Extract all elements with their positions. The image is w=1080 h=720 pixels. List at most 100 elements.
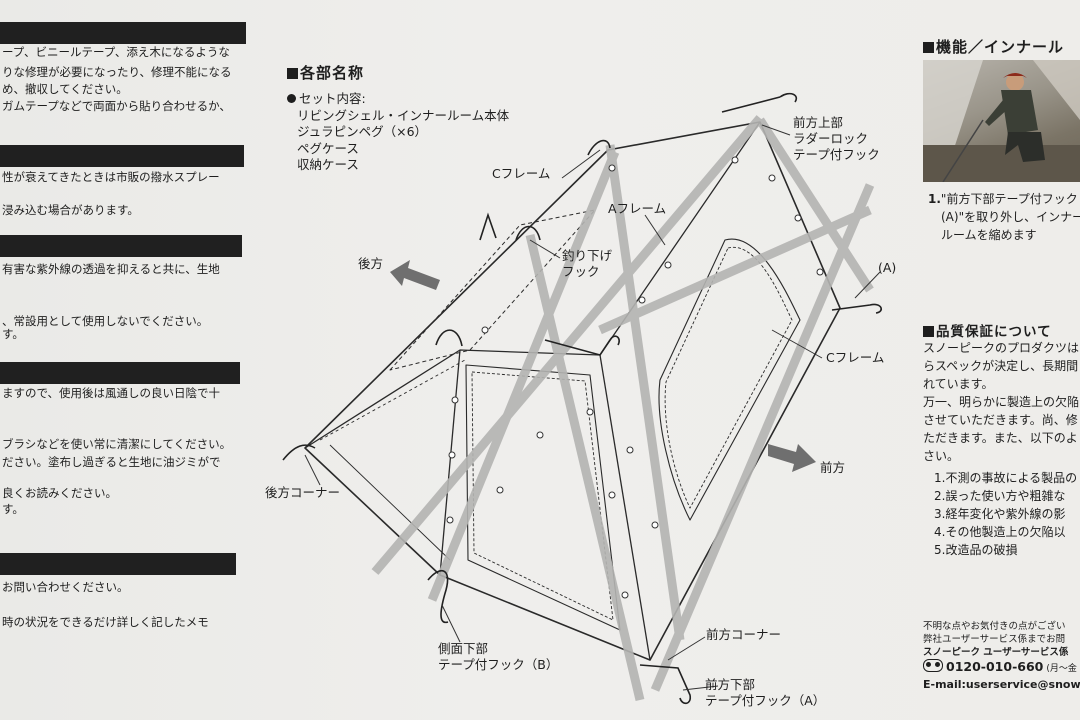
clip-mark bbox=[816, 268, 824, 276]
clip-mark bbox=[448, 451, 456, 459]
clip-mark bbox=[536, 431, 544, 439]
clip-mark bbox=[638, 296, 646, 304]
black-heading-bar bbox=[0, 22, 246, 44]
set-contents: セット内容: リビングシェル・インナールーム本体 ジュラピンペグ（×6） ペグケ… bbox=[287, 91, 509, 174]
inner-line bbox=[319, 359, 466, 441]
front-arrow-icon bbox=[768, 444, 816, 472]
clip-mark bbox=[608, 164, 616, 172]
set-item: 収納ケース bbox=[297, 157, 359, 172]
leader-line bbox=[561, 149, 601, 179]
text-line: 良くお読みください。 bbox=[2, 486, 117, 500]
text-line: す。 bbox=[2, 327, 24, 341]
square-bullet-icon bbox=[287, 68, 298, 79]
label-c-frame-top: Cフレーム bbox=[492, 166, 551, 181]
instruction-photo bbox=[923, 60, 1080, 182]
phone-line: 0120-010-660(月〜金 bbox=[923, 658, 1077, 678]
list-item: 4.その他製造上の欠陥以 bbox=[934, 525, 1066, 539]
label-rear-corner: 後方コーナー bbox=[265, 485, 341, 500]
square-bullet-icon bbox=[923, 326, 934, 337]
quality-text: スノーピークのプロダクツは らスペックが決定し、長期間 れています。 万一、明ら… bbox=[923, 341, 1080, 463]
label-front-bottom: 前方下部 テープ付フック（A） bbox=[705, 677, 826, 708]
hook-icon bbox=[721, 92, 798, 113]
leader-line bbox=[644, 214, 666, 246]
label-front-top: 前方上部 ラダーロック テープ付フック bbox=[793, 115, 880, 162]
black-heading-bar bbox=[0, 362, 240, 384]
hook-icon bbox=[831, 303, 883, 314]
text-line: め、撤収してください。 bbox=[2, 82, 128, 96]
clip-mark bbox=[768, 174, 776, 182]
quality-list: 1.不測の事故による製品の 2.誤った使い方や粗雑な 3.経年変化や紫外線の影 … bbox=[934, 469, 1077, 559]
label-hang-hook: 釣り下げ フック bbox=[562, 248, 613, 279]
label-a-frame: Aフレーム bbox=[608, 201, 667, 216]
tent-seam bbox=[439, 349, 461, 576]
frame-pole bbox=[525, 233, 645, 702]
black-heading-bar bbox=[0, 145, 244, 167]
person-kneeling-photo bbox=[923, 60, 1080, 182]
text-line: りな修理が必要になったり、修理不能になる bbox=[2, 65, 232, 79]
label-front-corner: 前方コーナー bbox=[706, 627, 782, 642]
clip-mark bbox=[496, 486, 504, 494]
text-line: す。 bbox=[2, 502, 24, 516]
hook-icon bbox=[515, 225, 541, 241]
right-text-column: 機能／インナール 1."前方下部テープ付フック (A)"を取り外し、インナー ル… bbox=[918, 0, 1080, 720]
list-item: 5.改造品の破損 bbox=[934, 543, 1018, 557]
email-line: E-mail:userservice@snow bbox=[923, 678, 1080, 691]
step-text: 1."前方下部テープ付フック (A)"を取り外し、インナー ルームを縮めます bbox=[928, 192, 1080, 242]
leader-line bbox=[761, 124, 791, 136]
text-line: ださい。塗布し過ぎると生地に油ジミがで bbox=[2, 455, 221, 469]
frame-pole bbox=[605, 144, 685, 641]
list-item: 2.誤った使い方や粗雑な bbox=[934, 489, 1066, 503]
leader-line bbox=[529, 239, 561, 259]
text-line: ますので、使用後は風通しの良い日陰で十 bbox=[2, 386, 221, 400]
clip-mark bbox=[451, 396, 459, 404]
freedial-icon bbox=[923, 659, 943, 672]
clip-mark bbox=[794, 214, 802, 222]
door-panel bbox=[465, 364, 621, 631]
phone-number: 0120-010-660 bbox=[946, 659, 1044, 674]
quality-heading: 品質保証について bbox=[923, 320, 1052, 340]
inner-line bbox=[329, 444, 451, 561]
frame-pole bbox=[650, 183, 875, 692]
black-heading-bar bbox=[0, 235, 242, 257]
hook-icon bbox=[639, 664, 692, 705]
function-heading: 機能／インナール bbox=[923, 36, 1064, 57]
hook-icon bbox=[282, 444, 316, 461]
frame-pole bbox=[598, 205, 872, 335]
set-item: ジュラピンペグ（×6） bbox=[297, 124, 428, 139]
leader-line bbox=[854, 271, 881, 299]
leader-line bbox=[771, 329, 823, 359]
text-line: 時の状況をできるだけ詳しく記したメモ bbox=[2, 615, 209, 629]
bullet-icon bbox=[287, 94, 296, 103]
parts-heading: 各部名称 bbox=[287, 62, 364, 83]
left-text-column: ープ、ビニールテープ、添え木になるような りな修理が必要になったり、修理不能にな… bbox=[0, 0, 250, 720]
roof-panel bbox=[389, 209, 596, 371]
tent-seam bbox=[599, 354, 651, 661]
label-c-frame-right: Cフレーム bbox=[826, 350, 885, 365]
label-front: 前方 bbox=[820, 460, 846, 475]
set-item: リビングシェル・インナールーム本体 bbox=[297, 107, 510, 123]
hook-icon bbox=[435, 329, 463, 347]
window-panel bbox=[658, 238, 801, 521]
leader-line bbox=[682, 685, 719, 691]
clip-mark bbox=[481, 326, 489, 334]
leader-line bbox=[304, 454, 321, 486]
clip-mark bbox=[608, 491, 616, 499]
list-item: 3.経年変化や紫外線の影 bbox=[934, 507, 1066, 521]
contact-text: 不明な点やお気付きの点がござい 弊社ユーザーサービス係までお問 スノーピーク ユ… bbox=[923, 621, 1069, 658]
text-line: 浸み込む場合があります。 bbox=[2, 203, 139, 217]
text-line: ープ、ビニールテープ、添え木になるような bbox=[2, 45, 230, 59]
set-label: セット内容: bbox=[299, 91, 366, 106]
clip-mark bbox=[731, 156, 739, 164]
rear-arrow-icon bbox=[390, 260, 440, 290]
clip-mark bbox=[446, 516, 454, 524]
text-line: ブラシなどを使い常に清潔にしてください。 bbox=[2, 437, 232, 451]
leader-line bbox=[441, 604, 461, 643]
label-a-marker: (A) bbox=[878, 260, 897, 275]
text-line: お問い合わせください。 bbox=[2, 580, 129, 594]
frame-pole bbox=[427, 150, 620, 602]
text-line: 、常設用として使用しないでください。 bbox=[2, 314, 209, 328]
set-item: ペグケース bbox=[297, 140, 359, 156]
text-line: ガムテープなどで両面から貼り合わせるか、 bbox=[2, 99, 231, 113]
